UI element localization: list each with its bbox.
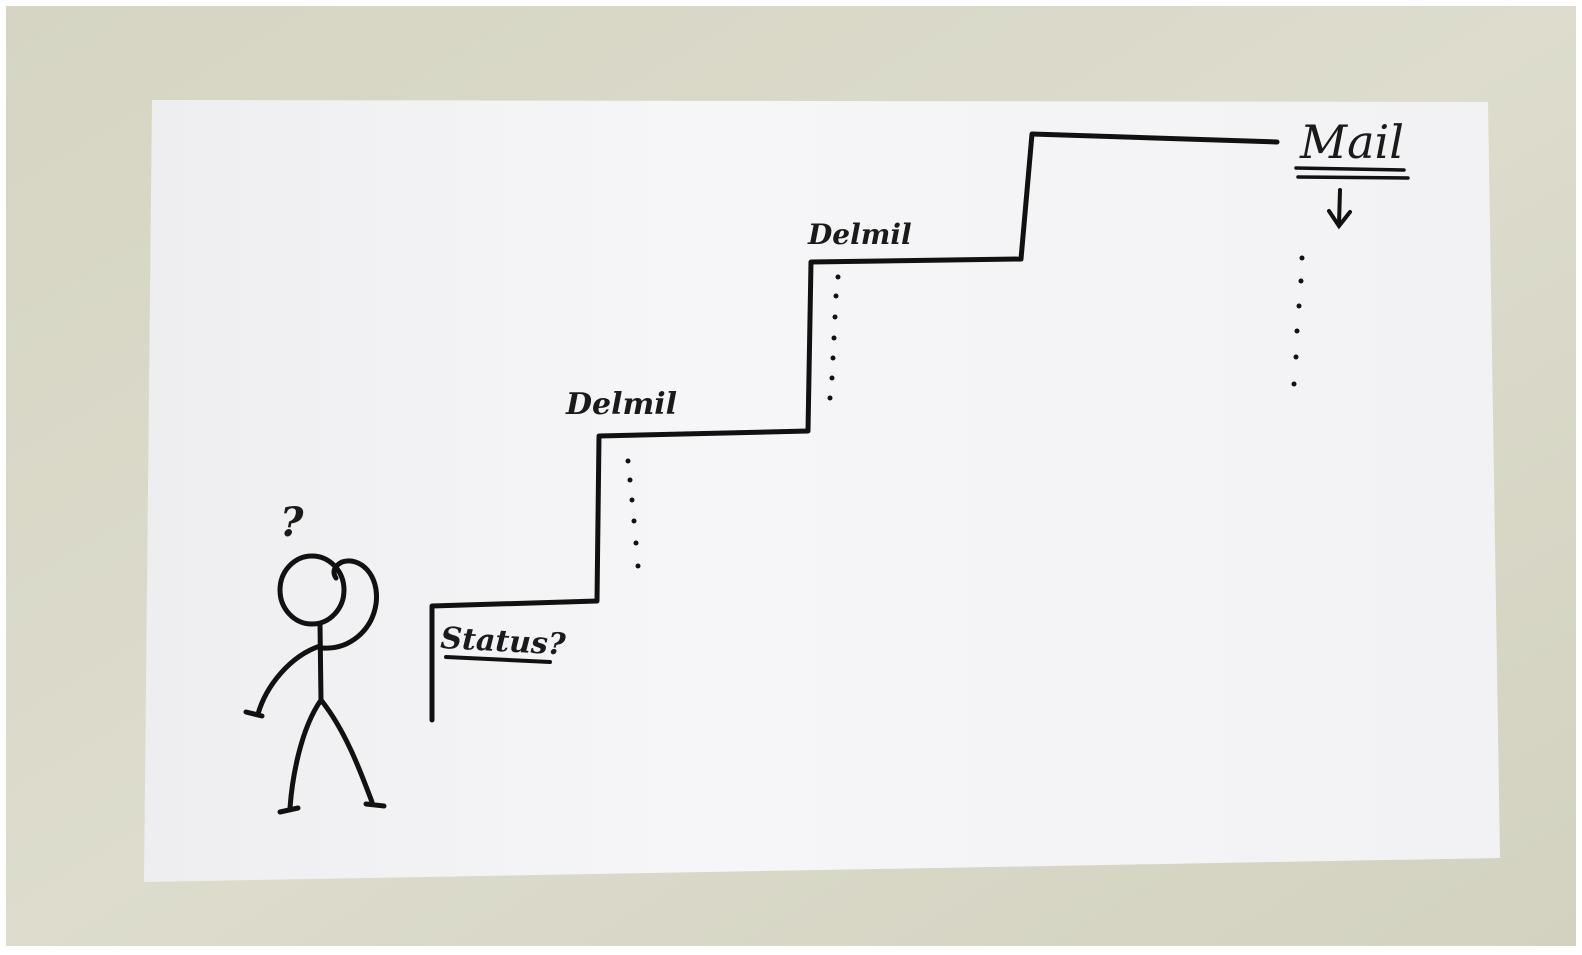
question-mark: ? [280,499,304,546]
step-label-delmil-1: Delmil [565,387,677,422]
goal-label-mail: Mail [1299,115,1404,169]
step-label-delmil-2: Delmil [807,218,912,251]
